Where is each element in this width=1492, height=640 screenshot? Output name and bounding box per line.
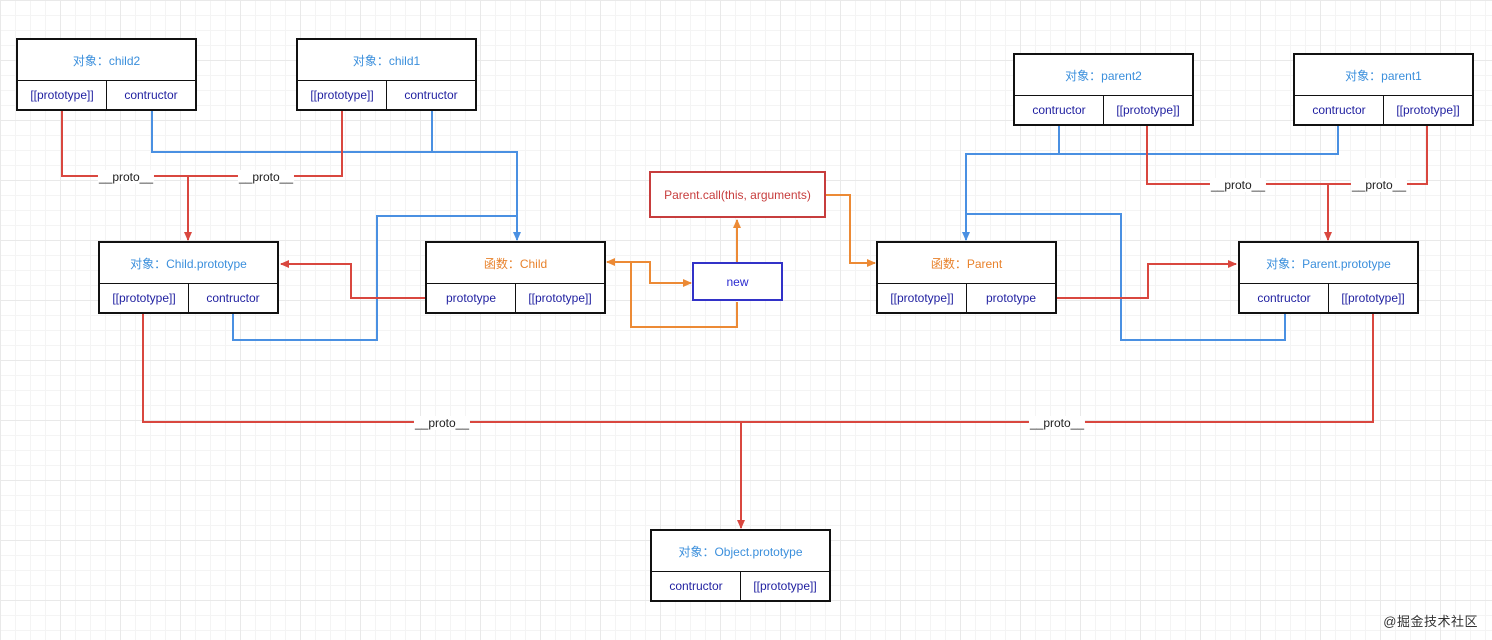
- edge-call-to-parent: [825, 194, 876, 267]
- edge-label-proto: __proto__: [1028, 416, 1086, 430]
- edge-parent1-constructor: [1059, 125, 1339, 155]
- field-prototype: [[prototype]]: [740, 572, 829, 600]
- node-parent-function[interactable]: 函数：Parent [[prototype]] prototype: [876, 241, 1057, 314]
- edge-parentfn-prototype: [1057, 260, 1237, 299]
- field-prototype: [[prototype]]: [310, 88, 374, 102]
- node-child1[interactable]: 对象：child1 [[prototype]] contructor: [296, 38, 477, 111]
- field-prototype-ref: prototype: [445, 291, 497, 305]
- field-prototype: [[prototype]]: [515, 284, 604, 312]
- node-title: 函数：Parent: [878, 243, 1055, 284]
- field-constructor: contructor: [1312, 103, 1366, 117]
- edge-child2-proto: [61, 110, 343, 177]
- edge-child-to-new: [607, 261, 738, 328]
- edge-new-to-child: [606, 258, 691, 284]
- edge-label-proto: __proto__: [413, 416, 471, 430]
- node-child-prototype[interactable]: 对象：Child.prototype [[prototype]] contruc…: [98, 241, 279, 314]
- node-child-function[interactable]: 函数：Child prototype [[prototype]]: [425, 241, 606, 314]
- field-constructor: contructor: [1032, 103, 1086, 117]
- edge-child2-constructor: [151, 110, 521, 241]
- field-prototype: [[prototype]]: [1103, 96, 1192, 124]
- node-label: Parent.call(this, arguments): [664, 187, 811, 202]
- node-parent2[interactable]: 对象：parent2 contructor [[prototype]]: [1013, 53, 1194, 126]
- field-prototype: [[prototype]]: [1328, 284, 1417, 312]
- node-title: 对象：parent1: [1295, 55, 1472, 96]
- field-constructor: contructor: [106, 81, 195, 109]
- node-title: 对象：Object.prototype: [652, 531, 829, 572]
- node-child2[interactable]: 对象：child2 [[prototype]] contructor: [16, 38, 197, 111]
- node-title: 对象：Child.prototype: [100, 243, 277, 284]
- field-constructor: contructor: [386, 81, 475, 109]
- edge-label-proto: __proto__: [237, 170, 295, 184]
- field-prototype: [[prototype]]: [112, 291, 176, 305]
- field-constructor: contructor: [188, 284, 277, 312]
- node-label: new: [726, 274, 749, 289]
- edge-childfn-prototype: [280, 260, 426, 299]
- edge-parent2-proto: [1146, 125, 1428, 185]
- edge-childproto-proto: [142, 313, 1374, 423]
- edge-label-proto: __proto__: [1350, 178, 1408, 192]
- node-title: 对象：child2: [18, 40, 195, 81]
- edge-parent2-constructor: [962, 125, 1060, 241]
- edge-parentproto-constructor: [966, 213, 1286, 341]
- field-prototype: [[prototype]]: [1383, 96, 1472, 124]
- node-parent-prototype[interactable]: 对象：Parent.prototype contructor [[prototy…: [1238, 241, 1419, 314]
- node-object-prototype[interactable]: 对象：Object.prototype contructor [[prototy…: [650, 529, 831, 602]
- field-prototype: [[prototype]]: [30, 88, 94, 102]
- edge-childproto-constructor: [232, 215, 517, 341]
- field-prototype: [[prototype]]: [890, 291, 954, 305]
- node-new[interactable]: new: [692, 262, 783, 301]
- node-title: 对象：Parent.prototype: [1240, 243, 1417, 284]
- edge-label-proto: __proto__: [1209, 178, 1267, 192]
- edge-label-proto: __proto__: [97, 170, 155, 184]
- node-parent1[interactable]: 对象：parent1 contructor [[prototype]]: [1293, 53, 1474, 126]
- field-constructor: contructor: [1257, 291, 1311, 305]
- watermark: @掘金技术社区: [1383, 614, 1478, 629]
- node-parent-call[interactable]: Parent.call(this, arguments): [649, 171, 826, 218]
- node-title: 函数：Child: [427, 243, 604, 284]
- node-title: 对象：parent2: [1015, 55, 1192, 96]
- node-title: 对象：child1: [298, 40, 475, 81]
- field-constructor: contructor: [669, 579, 723, 593]
- field-prototype-ref: prototype: [966, 284, 1055, 312]
